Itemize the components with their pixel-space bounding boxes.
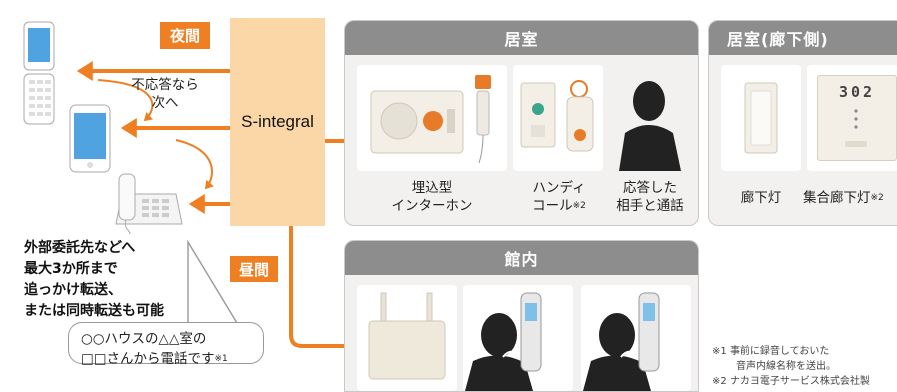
handy-call-label-line1: ハンディ: [532, 180, 586, 196]
collective-light-sup: ※2: [870, 193, 884, 203]
bubble-line1: ○○ハウスの△△室の: [81, 331, 207, 347]
corridor-light-image: [721, 65, 801, 171]
respond-label-line1: 応答した: [623, 180, 677, 196]
base-station-icon: [368, 292, 446, 380]
intercom-label-line1: 埋込型: [411, 180, 453, 196]
person-silhouette-icon: [619, 81, 681, 171]
footnote-1-line2: 音声内線名称を送出。: [736, 361, 836, 372]
corridor-item-collective: 集合廊下灯※2: [803, 189, 884, 207]
room-item-handy-call: ハンディ コール※2: [511, 179, 607, 215]
speech-bubble: ○○ハウスの△△室の □□さんから電話です※1: [68, 322, 264, 367]
arrow-next-1: [97, 79, 154, 122]
forward-note-line1: 不応答なら: [131, 77, 199, 93]
footnote-2: ※2 ナカヨ電子サービス株式会社製: [712, 374, 870, 389]
hub-label: S-integral: [241, 112, 314, 131]
footnote-1-mark: ※1: [712, 346, 727, 357]
room-panel: 居室 埋込型 インターホン ハ: [344, 20, 699, 226]
corridor-item-light: 廊下灯: [721, 189, 801, 207]
phone-user-image-1: [463, 285, 573, 391]
flip-phone-icon: [23, 21, 55, 125]
handy-call-icon: [520, 80, 594, 152]
speech-bubble-tail: [187, 240, 241, 329]
base-station-image: [357, 285, 457, 391]
corridor-light-label: 廊下灯: [740, 190, 782, 206]
desk-phone-icon: [115, 173, 183, 234]
room-panel-title: 居室: [345, 21, 698, 55]
handy-call-image: [513, 65, 603, 171]
responder-image: [615, 75, 685, 171]
handy-call-sup: ※2: [572, 201, 586, 211]
corridor-panel-title: 居室(廊下側): [709, 21, 897, 55]
outsource-note-line1: 外部委託先などへ: [24, 240, 136, 256]
outsource-note-line2: 最大3か所まで: [24, 261, 118, 277]
night-tag: 夜間: [160, 22, 210, 49]
bubble-sup: ※1: [214, 354, 228, 364]
smartphone-icon: [69, 104, 111, 173]
bubble-line2: □□さんから電話です: [81, 351, 215, 367]
collective-light-image: 302: [807, 65, 897, 171]
person-with-phone-icon: [465, 292, 542, 391]
intercom-icon: [370, 75, 491, 164]
handy-call-label-line2: コール: [532, 198, 573, 214]
room-item-respond: 応答した 相手と通話: [607, 179, 693, 215]
arrow-next-2: [175, 139, 214, 190]
intercom-label-line2: インターホン: [391, 198, 473, 214]
footnote-1-line1: 事前に録音しておいた: [729, 346, 830, 357]
outsource-note: 外部委託先などへ 最大3か所まで 追っかけ転送、 または同時転送も可能: [24, 238, 164, 322]
person-with-phone-icon-2: [583, 292, 660, 391]
footnote-2-mark: ※2: [712, 376, 727, 387]
room-item-intercom: 埋込型 インターホン: [357, 179, 507, 215]
outsource-note-line3: 追っかけ転送、: [24, 282, 122, 298]
facility-panel: 館内: [344, 240, 699, 392]
respond-label-line2: 相手と通話: [616, 198, 684, 214]
corridor-light-icon: [744, 82, 778, 154]
forward-note: 不応答なら 次へ: [120, 76, 210, 112]
day-tag: 昼間: [230, 256, 278, 282]
phone-user-image-2: [581, 285, 691, 391]
corridor-title-text: 居室(廊下側): [727, 30, 829, 49]
corridor-panel: 居室(廊下側) 302 廊下灯 集合廊下灯※2: [708, 20, 897, 226]
room-number-plate: 302: [838, 83, 876, 101]
collective-light-label: 集合廊下灯: [803, 190, 871, 206]
s-integral-hub: S-integral: [230, 18, 325, 226]
forward-note-line2: 次へ: [151, 95, 179, 111]
facility-panel-title: 館内: [345, 241, 698, 275]
footnote-1: ※1 事前に録音しておいた 音声内線名称を送出。: [712, 344, 836, 374]
light-dots-icon: [845, 109, 867, 147]
footnote-2-line1: ナカヨ電子サービス株式会社製: [729, 376, 870, 387]
outsource-note-line4: または同時転送も可能: [24, 303, 164, 319]
intercom-image: [357, 65, 507, 171]
